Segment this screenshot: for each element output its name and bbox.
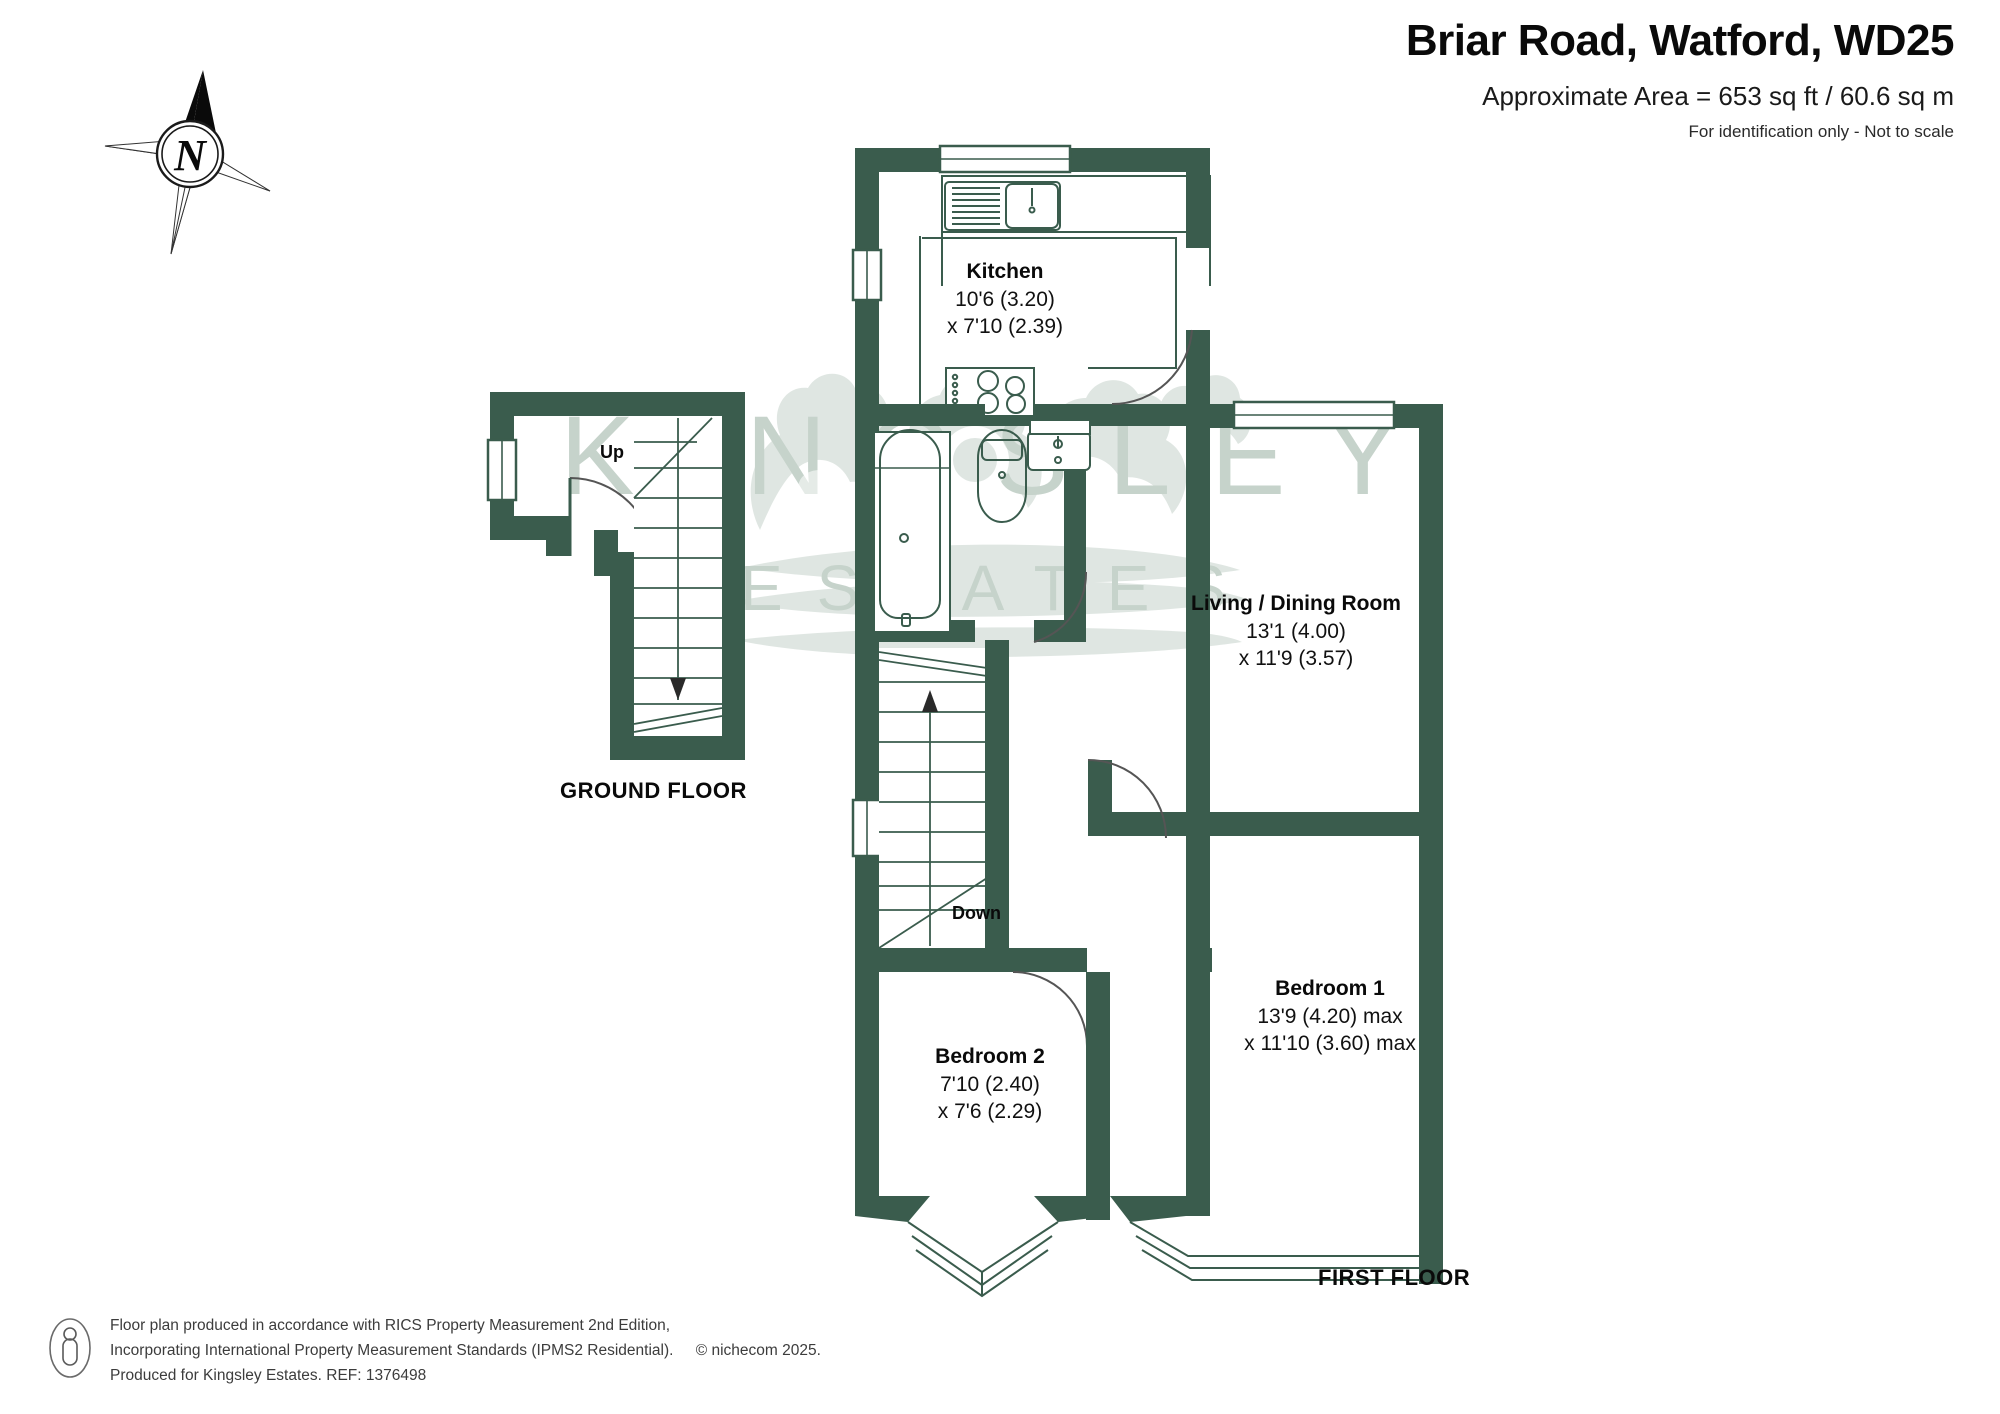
page-title: Briar Road, Watford, WD25 (1405, 16, 1955, 65)
footer-line-3: Produced for Kingsley Estates. REF: 1376… (110, 1366, 427, 1384)
stair-label-up: Up (600, 442, 624, 462)
room-name: Bedroom 2 (935, 1045, 1045, 1068)
stair-label-down: Down (952, 903, 1001, 923)
room-dim-1: 7'10 (2.40) (940, 1072, 1040, 1096)
compass-rose: N (104, 70, 271, 255)
compass-north-letter: N (173, 131, 208, 180)
room-label-kitchen: Kitchen 10'6 (3.20) x 7'10 (2.39) (905, 258, 1105, 341)
room-label-bedroom-1: Bedroom 1 13'9 (4.20) max x 11'10 (3.60)… (1190, 975, 1470, 1058)
header: Briar Road, Watford, WD25 Approximate Ar… (1405, 16, 1955, 142)
floor-label-ground: GROUND FLOOR (560, 778, 747, 803)
room-dim-2: x 7'6 (2.29) (937, 1100, 1043, 1124)
copyright-mark: © nichecom 2025. (695, 1341, 821, 1359)
room-name: Bedroom 1 (1275, 977, 1385, 1000)
room-dim-1: 10'6 (3.20) (955, 287, 1055, 311)
room-dim-2: x 7'10 (2.39) (946, 315, 1064, 339)
footer-line-2a: Incorporating International Property Mea… (110, 1341, 674, 1359)
room-label-bedroom-2: Bedroom 2 7'10 (2.40) x 7'6 (2.29) (880, 1043, 1100, 1126)
room-dim-1: 13'9 (4.20) max (1257, 1004, 1403, 1028)
floor-label-first: FIRST FLOOR (1318, 1265, 1471, 1290)
footer: Floor plan produced in accordance with R… (48, 1313, 821, 1388)
disclaimer-note: For identification only - Not to scale (1688, 121, 1954, 141)
room-label-living-dining: Living / Dining Room 13'1 (4.00) x 11'9 … (1156, 590, 1436, 673)
footer-line-1: Floor plan produced in accordance with R… (110, 1316, 671, 1334)
person-info-icon (49, 1317, 91, 1378)
room-name: Living / Dining Room (1191, 592, 1401, 615)
footer-text: Floor plan produced in accordance with R… (110, 1313, 821, 1388)
room-dim-1: 13'1 (4.00) (1246, 619, 1346, 643)
watermark-line-1: KINGSLEY (559, 393, 1441, 518)
room-name: Kitchen (966, 260, 1044, 283)
room-dim-2: x 11'10 (3.60) max (1244, 1032, 1416, 1056)
footer-line-2: Incorporating International Property Mea… (110, 1338, 821, 1363)
watermark-line-2: ESTATES (739, 552, 1261, 624)
approximate-area: Approximate Area = 653 sq ft / 60.6 sq m (1482, 80, 1954, 111)
room-dim-2: x 11'9 (3.57) (1238, 647, 1354, 671)
watermark: KINGSLEY ESTATES (0, 373, 2000, 658)
